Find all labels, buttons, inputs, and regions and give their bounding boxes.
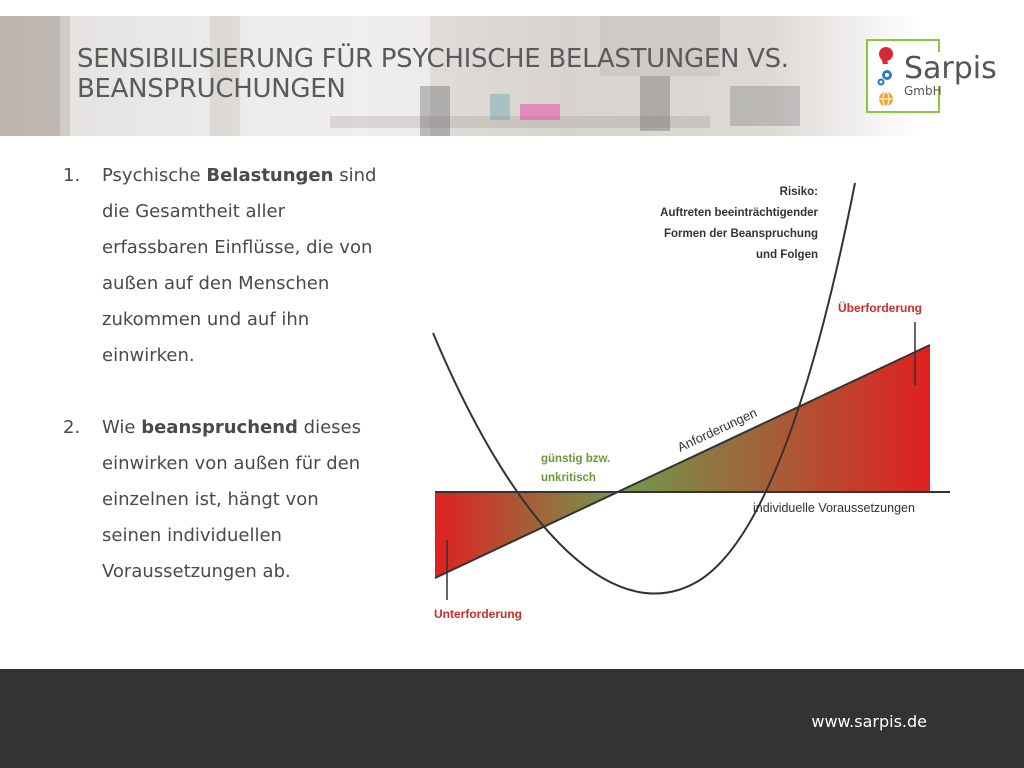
list-item-text-after: dieses einwirken von außen für den einze… (102, 417, 362, 582)
risk-label-line: Formen der Beanspruchung (664, 228, 818, 240)
gears-icon (877, 70, 892, 86)
list-item-bold: beanspruchend (141, 417, 298, 438)
header-background-image (0, 16, 1024, 136)
risk-curve (432, 182, 856, 595)
brain-icon (879, 47, 893, 64)
logo-icons (877, 47, 893, 107)
stress-diagram: Risiko: Auftreten beeinträchtigender For… (432, 182, 950, 621)
content-list: 1. Psychische Belastungen sind die Gesam… (63, 158, 383, 626)
guenstig-label-line: unkritisch (541, 472, 596, 484)
ueberforderung-label: Überforderung (838, 300, 922, 315)
risk-label-line: und Folgen (756, 249, 818, 261)
risk-label-line: Auftreten beeinträchtigender (660, 207, 818, 219)
risk-label-line: Risiko: (780, 186, 818, 198)
logo-name: Sarpis (902, 51, 999, 86)
footer-url: www.sarpis.de (811, 712, 927, 731)
list-item: 2. Wie beanspruchend dieses einwirken vo… (63, 410, 383, 590)
list-item-text-after: sind die Gesamtheit aller erfassbaren Ei… (102, 165, 377, 366)
list-item-bold: Belastungen (206, 165, 334, 186)
list-item-text-before: Wie (102, 417, 142, 438)
list-item-number: 2. (63, 417, 81, 438)
slide-title: SENSIBILISIERUNG FÜR PSYCHISCHE BELASTUN… (77, 44, 789, 104)
globe-icon (879, 91, 893, 107)
anforderungen-line (434, 344, 931, 579)
list-item: 1. Psychische Belastungen sind die Gesam… (63, 158, 383, 374)
guenstig-label-line: günstig bzw. (541, 453, 610, 465)
list-item-number: 1. (63, 165, 81, 186)
unterforderung-label: Unterforderung (434, 607, 522, 621)
risk-label: Risiko: Auftreten beeinträchtigender For… (660, 186, 818, 261)
logo-suffix: GmbH (904, 84, 942, 98)
list-item-text-before: Psychische (102, 165, 207, 186)
footer: www.sarpis.de (0, 669, 1024, 768)
voraussetzungen-label: individuelle Voraussetzungen (753, 501, 915, 515)
